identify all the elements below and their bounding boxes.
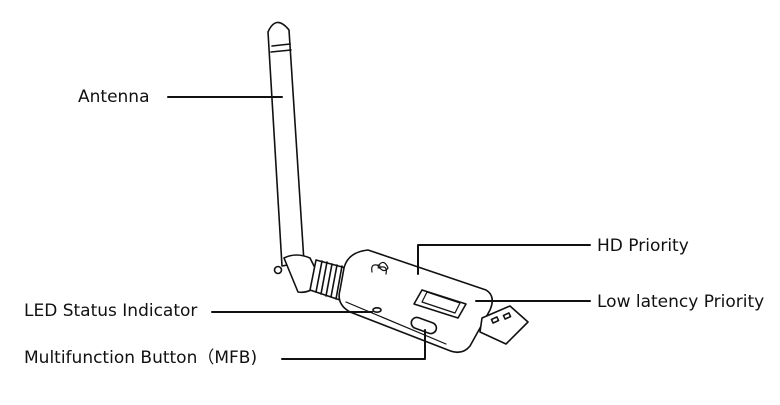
low-latency-priority-label: Low latency Priority xyxy=(597,292,765,312)
multifunction-button-label: Multifunction Button（MFB) xyxy=(24,348,258,368)
dongle-body-drawing xyxy=(338,249,494,354)
antenna-label: Antenna xyxy=(78,87,150,107)
led-status-indicator-label: LED Status Indicator xyxy=(24,301,198,321)
antenna-drawing xyxy=(267,21,347,301)
hd-priority-leader-line xyxy=(417,244,591,275)
mfb-leader-line xyxy=(281,329,426,360)
usb-plug-drawing xyxy=(479,305,529,345)
hd-priority-label: HD Priority xyxy=(597,236,689,256)
